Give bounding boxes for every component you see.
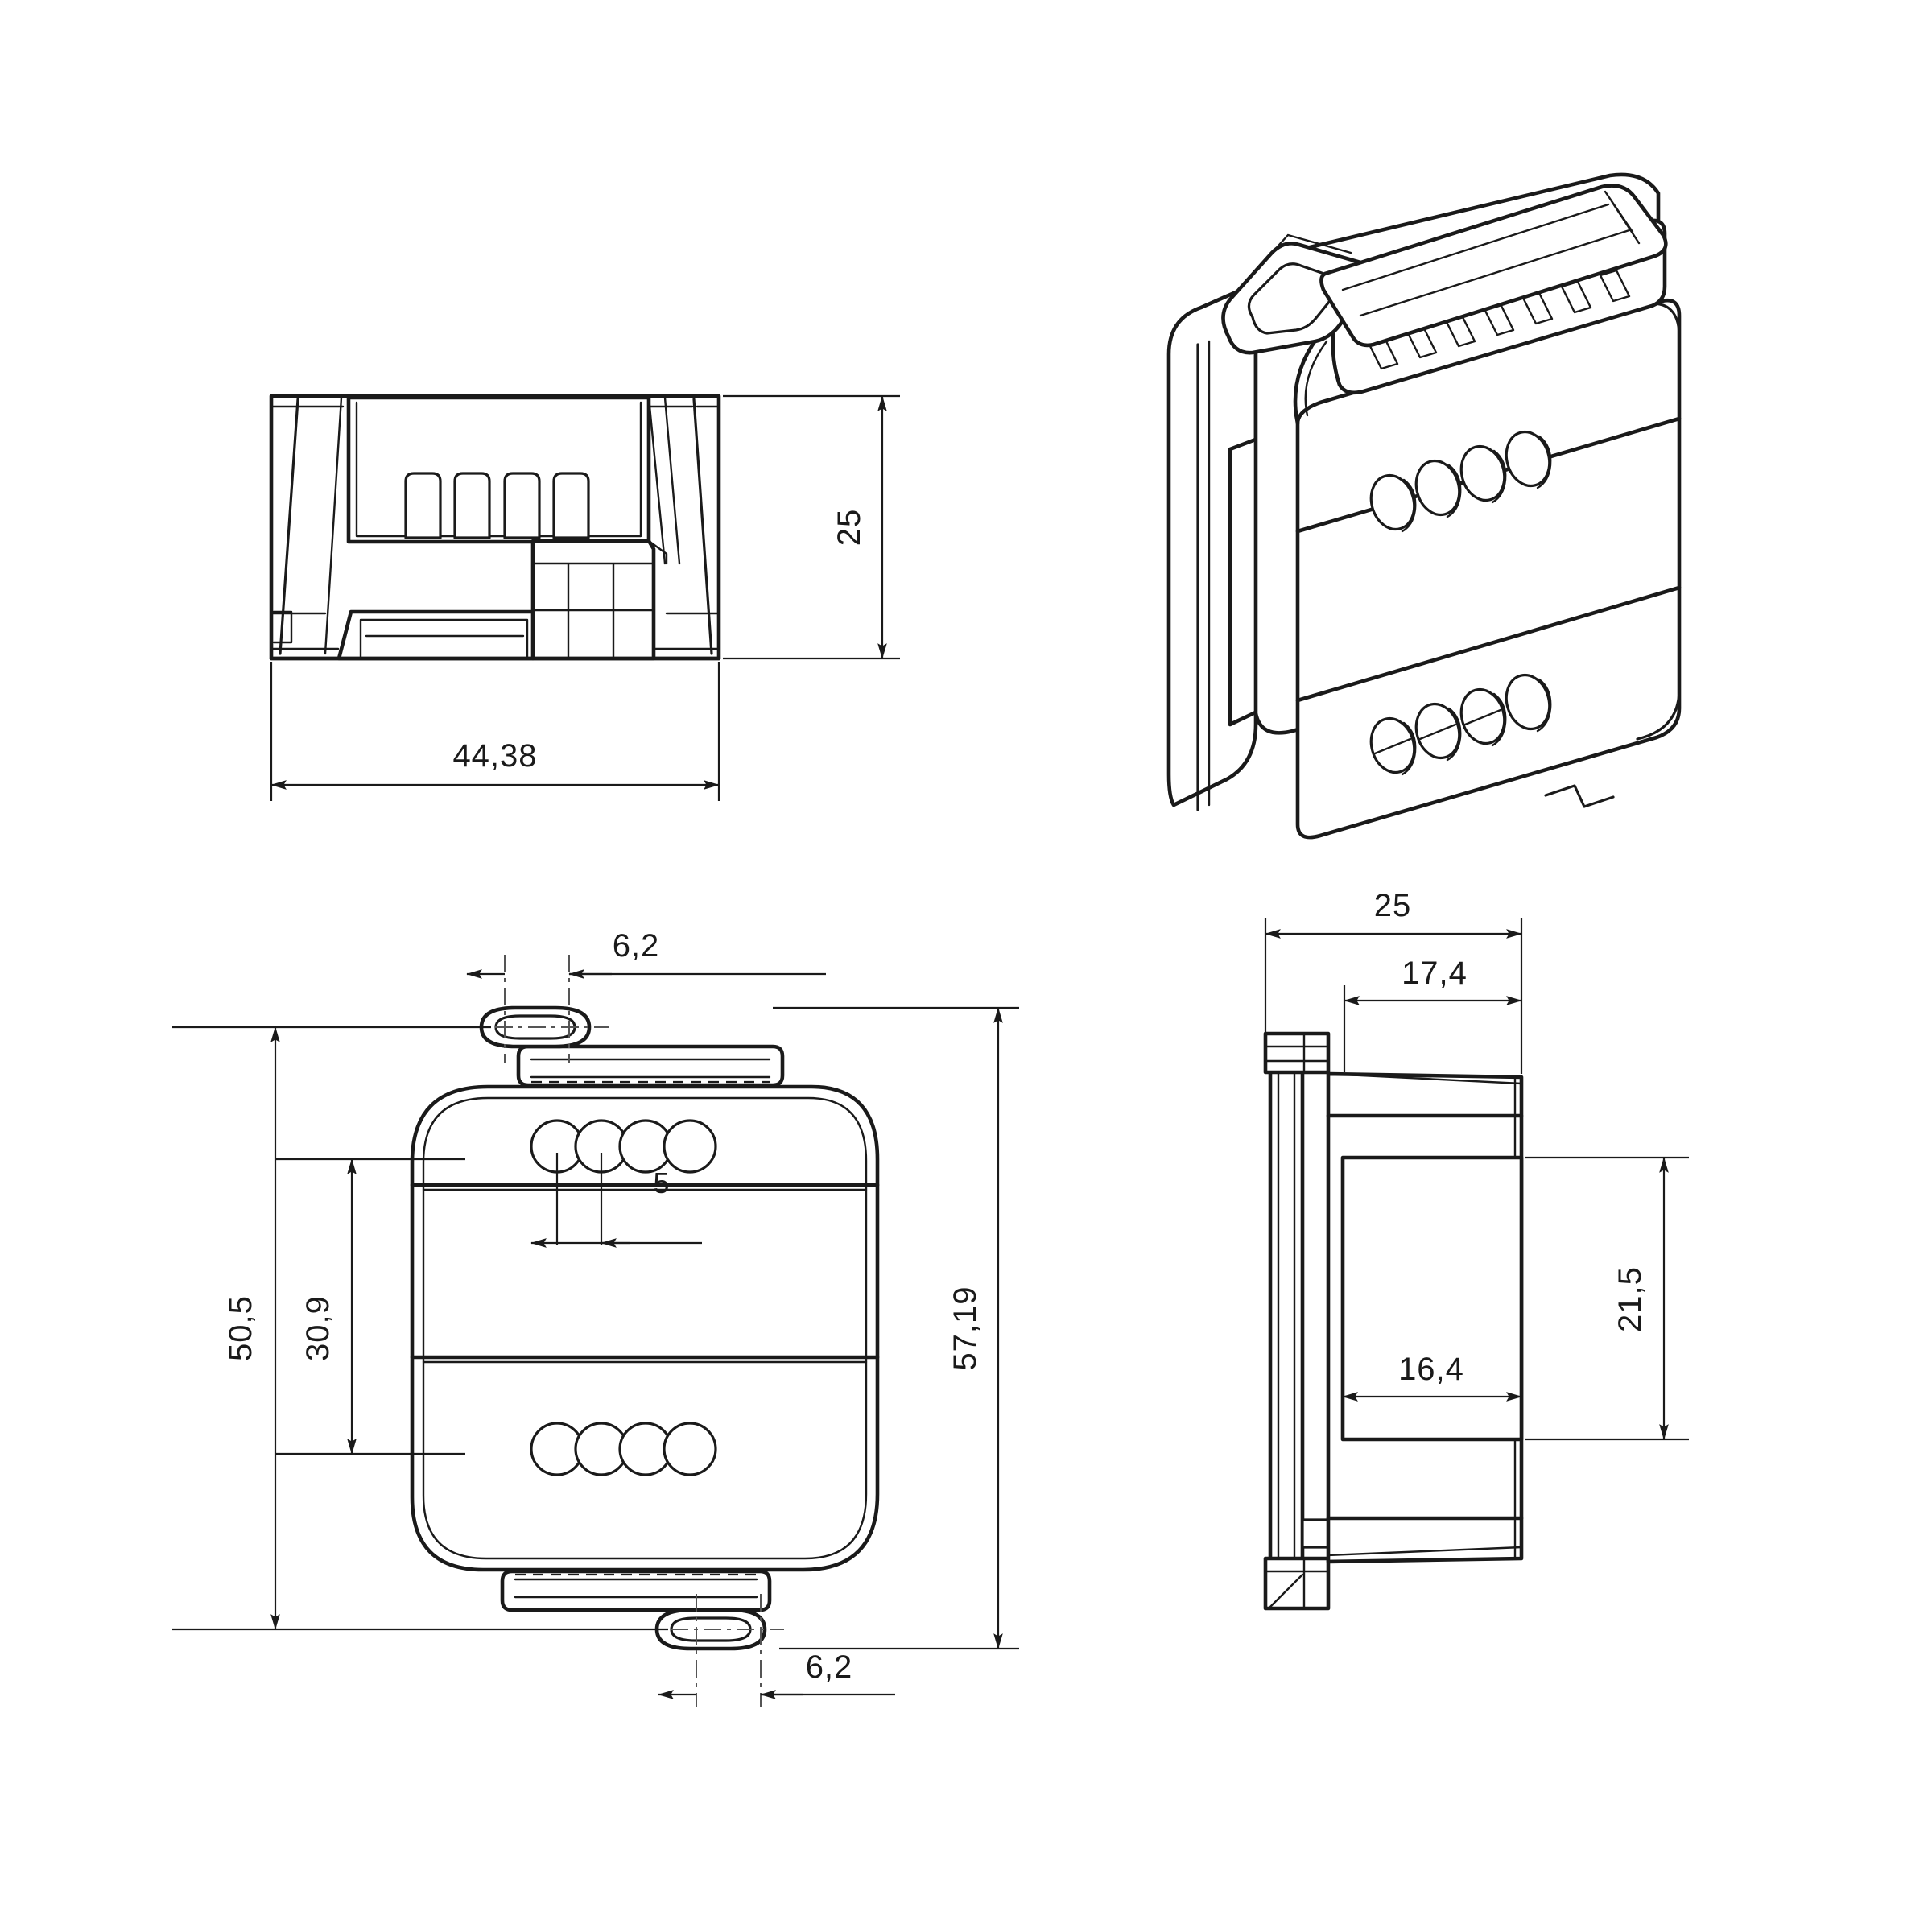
top-view-connector-block-inner — [359, 618, 529, 660]
side-latch — [1301, 1518, 1330, 1549]
top-view-left-ledge — [270, 612, 340, 650]
top-view-right-step-detail — [531, 562, 655, 660]
dim-label-57-19: 57,19 — [947, 1286, 983, 1370]
top-view-right-ledge — [652, 612, 720, 650]
top-view-fin-3 — [503, 472, 541, 539]
front-hole-top-4 — [663, 1119, 717, 1174]
front-hole-bottom-4 — [663, 1422, 717, 1476]
side-flange-plate-inner — [1277, 1040, 1296, 1587]
top-view-right-wall-inner — [647, 396, 667, 565]
iso-terminal-hole-bottom-1 — [1369, 716, 1417, 776]
iso-clip-bar-inner1 — [1341, 203, 1610, 291]
iso-terminal-holes-top — [1369, 430, 1552, 533]
view-top — [269, 394, 900, 801]
iso-terminal-holes-bottom — [1369, 673, 1552, 776]
iso-terminal-hole-top-1 — [1369, 473, 1417, 533]
view-front — [172, 955, 1019, 1707]
dim-label-6-2-bottom: 6,2 — [806, 1649, 853, 1685]
iso-terminal-hole-top-2 — [1414, 459, 1462, 518]
dim-front-tab-top: 6,2 — [467, 928, 826, 974]
side-bottom-chamfer — [1327, 1546, 1523, 1557]
dim-label-30-9: 30,9 — [300, 1295, 336, 1361]
dim-front-body-height: 50,5 — [223, 1026, 280, 1630]
iso-mount-tab-ridge — [1236, 233, 1352, 291]
top-view-left-notch — [272, 610, 293, 644]
dim-label-25-top: 25 — [832, 509, 867, 547]
iso-band-lower — [1295, 585, 1682, 703]
top-view-cavity-inner — [355, 401, 642, 538]
iso-body-corner-br — [1636, 687, 1681, 741]
iso-terminal-hole-top-3 — [1459, 444, 1507, 504]
side-top-chamfer — [1327, 1072, 1523, 1085]
dim-label-6-2-top: 6,2 — [613, 928, 660, 964]
front-terminal-holes-top — [530, 1119, 717, 1174]
front-bottom-flange-inner — [514, 1578, 758, 1599]
top-view-fin-1 — [404, 472, 442, 539]
dim-front-overall: 57,19 — [947, 1007, 1003, 1649]
top-view-fin-2 — [453, 472, 491, 539]
dim-front-band-height: 30,9 — [300, 1158, 357, 1455]
dim-label-16-4: 16,4 — [1398, 1352, 1464, 1387]
front-top-flange — [516, 1044, 785, 1088]
side-flange-top-head — [1263, 1031, 1331, 1075]
dim-front-tab-bottom: 6,2 — [658, 1649, 895, 1695]
iso-terminal-hole-top-4 — [1505, 430, 1552, 489]
iso-bottom-notch — [1544, 784, 1615, 808]
front-terminal-holes-bottom — [530, 1422, 717, 1476]
dim-front-hole-pitch: 5 — [530, 1166, 702, 1248]
dim-label-5: 5 — [653, 1166, 670, 1199]
dim-label-25-side: 25 — [1374, 888, 1412, 923]
iso-shoulder-left-inner — [1304, 340, 1328, 417]
dim-top-view-height: 25 — [832, 395, 887, 659]
dim-side-body-depth: 17,4 — [1344, 956, 1522, 1005]
dim-side-window-width: 16,4 — [1342, 1352, 1522, 1402]
front-body-outline-inner — [422, 1096, 868, 1560]
side-flange-plate — [1268, 1036, 1305, 1593]
iso-vent-slot-7 — [1599, 269, 1631, 303]
iso-vent-slots — [1367, 269, 1631, 370]
top-view-left-wall-inner — [324, 396, 343, 655]
side-flange-bottom-head-inner — [1264, 1557, 1330, 1610]
dim-label-44-38: 44,38 — [452, 738, 537, 774]
dim-label-21-5: 21,5 — [1612, 1266, 1648, 1332]
iso-clip-bar-inner2 — [1359, 229, 1631, 317]
top-view-cavity — [346, 395, 651, 544]
dim-label-50-5: 50,5 — [223, 1295, 258, 1361]
iso-clip-bar-end — [1604, 190, 1641, 245]
dim-side-depth: 25 — [1265, 888, 1522, 939]
side-window — [1340, 1155, 1524, 1442]
view-isometric — [1166, 172, 1682, 840]
top-view-fin-4 — [552, 472, 590, 539]
dim-side-window-height: 21,5 — [1612, 1157, 1669, 1440]
view-side — [1263, 918, 1689, 1611]
iso-terminal-hole-bottom-2 — [1414, 702, 1462, 762]
top-view-right-wall — [692, 394, 720, 655]
iso-terminal-hole-bottom-3 — [1459, 687, 1507, 747]
iso-clip-bar — [1319, 184, 1668, 348]
dim-top-view-width: 44,38 — [270, 738, 720, 790]
top-view-right-wall-inner2 — [663, 396, 681, 565]
side-flange-top-head-inner — [1264, 1032, 1330, 1074]
top-view-right-step — [530, 539, 656, 661]
top-view-right-step-tab — [647, 539, 668, 565]
dim-label-17-4: 17,4 — [1402, 956, 1468, 991]
top-view-fins — [404, 472, 590, 539]
iso-terminal-hole-bottom-4 — [1505, 673, 1552, 733]
front-body-outline — [410, 1084, 880, 1572]
iso-bottom-foot — [1296, 823, 1322, 839]
front-top-flange-inner — [530, 1058, 771, 1079]
front-bottom-flange — [500, 1569, 772, 1612]
